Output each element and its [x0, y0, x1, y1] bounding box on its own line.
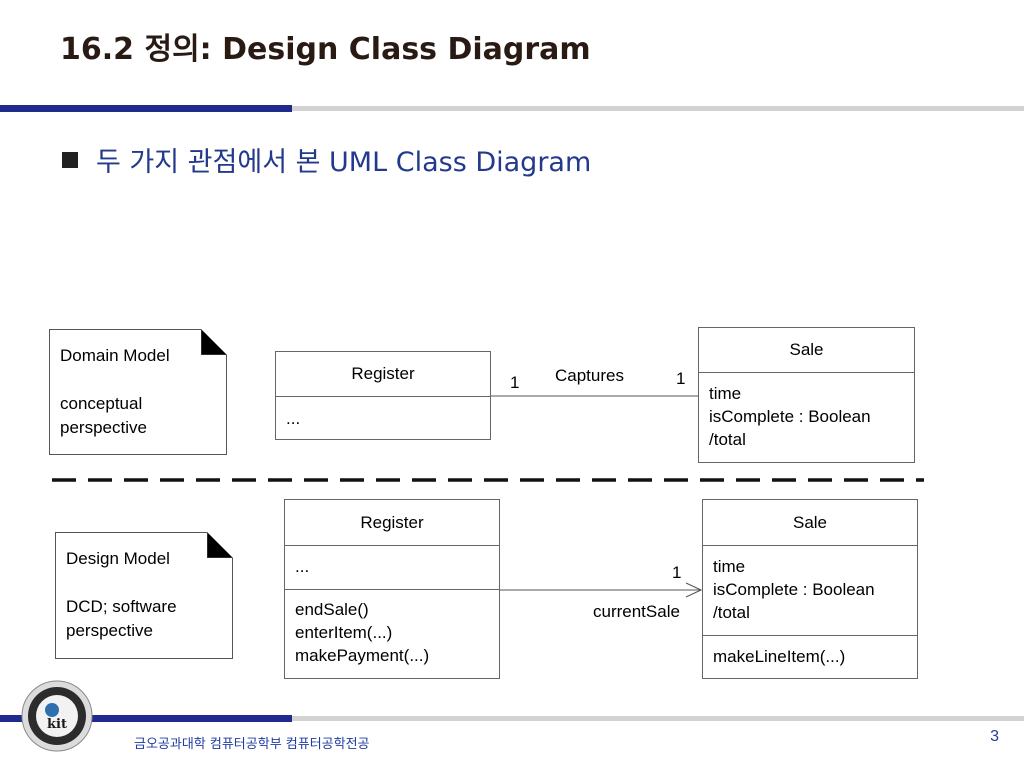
note-line	[66, 571, 222, 595]
domain-association-line	[491, 395, 699, 397]
attribute: /total	[713, 603, 750, 622]
association-right-multiplicity: 1	[676, 369, 686, 388]
design-model-note: Design Model DCD; software perspective	[55, 532, 233, 659]
attribute: isComplete : Boolean	[709, 407, 871, 426]
class-name: Register	[351, 364, 415, 383]
attribute: time	[709, 384, 742, 403]
university-logo-icon: kit	[21, 680, 93, 752]
design-register-class: Register ... endSale() enterItem(...) ma…	[284, 499, 500, 679]
design-association-arrow	[500, 582, 702, 598]
top-rule-blue	[0, 105, 292, 112]
top-rule-gray	[290, 106, 1024, 111]
bullet-text: 두 가지 관점에서 본 UML Class Diagram	[96, 147, 592, 178]
operation: makePayment(...)	[295, 646, 430, 665]
note-line: DCD; software	[66, 597, 177, 616]
attribute-compartment: time isComplete : Boolean /total	[703, 545, 917, 635]
page-number: 3	[990, 728, 999, 745]
folded-corner-icon	[207, 532, 233, 558]
domain-model-note: Domain Model conceptual perspective	[49, 329, 227, 455]
note-line: Domain Model	[60, 346, 170, 365]
operation: enterItem(...)	[295, 623, 393, 642]
note-line: conceptual	[60, 394, 143, 413]
bullet-item: 두 가지 관점에서 본 UML Class Diagram	[62, 140, 591, 179]
class-name: Sale	[789, 340, 824, 359]
design-sale-class: Sale time isComplete : Boolean /total ma…	[702, 499, 918, 679]
attribute-compartment: time isComplete : Boolean /total	[699, 372, 914, 463]
association-role-name: currentSale	[593, 602, 680, 621]
attribute: ...	[286, 409, 301, 428]
association-label: Captures	[555, 366, 624, 385]
class-name: Register	[360, 513, 424, 532]
slide-title: 16.2 정의: Design Class Diagram	[60, 32, 591, 67]
association-left-multiplicity: 1	[510, 373, 520, 392]
bullet-square-icon	[62, 151, 78, 168]
attribute-compartment: ...	[276, 396, 490, 440]
attribute: /total	[709, 430, 746, 449]
attribute-compartment: ...	[285, 545, 499, 589]
domain-sale-class: Sale time isComplete : Boolean /total	[698, 327, 915, 463]
bottom-rule-gray	[290, 716, 1024, 721]
operation-compartment: endSale() enterItem(...) makePayment(...…	[285, 589, 499, 678]
note-line: perspective	[66, 621, 153, 640]
note-line: perspective	[60, 418, 147, 437]
bottom-rule-blue	[0, 715, 292, 722]
folded-corner-icon	[201, 329, 227, 355]
footer-text: 금오공과대학 컴퓨터공학부 컴퓨터공학전공	[134, 737, 370, 752]
attribute: ...	[295, 557, 310, 576]
note-line	[60, 368, 216, 392]
dashed-separator	[52, 478, 924, 482]
attribute: time	[713, 557, 746, 576]
operation: makeLineItem(...)	[713, 647, 846, 666]
operation-compartment: makeLineItem(...)	[703, 635, 917, 679]
association-multiplicity: 1	[672, 563, 682, 582]
note-line: Design Model	[66, 549, 170, 568]
operation: endSale()	[295, 600, 369, 619]
attribute: isComplete : Boolean	[713, 580, 875, 599]
domain-register-class: Register ...	[275, 351, 491, 440]
class-name: Sale	[792, 513, 828, 532]
svg-text:kit: kit	[47, 717, 67, 732]
